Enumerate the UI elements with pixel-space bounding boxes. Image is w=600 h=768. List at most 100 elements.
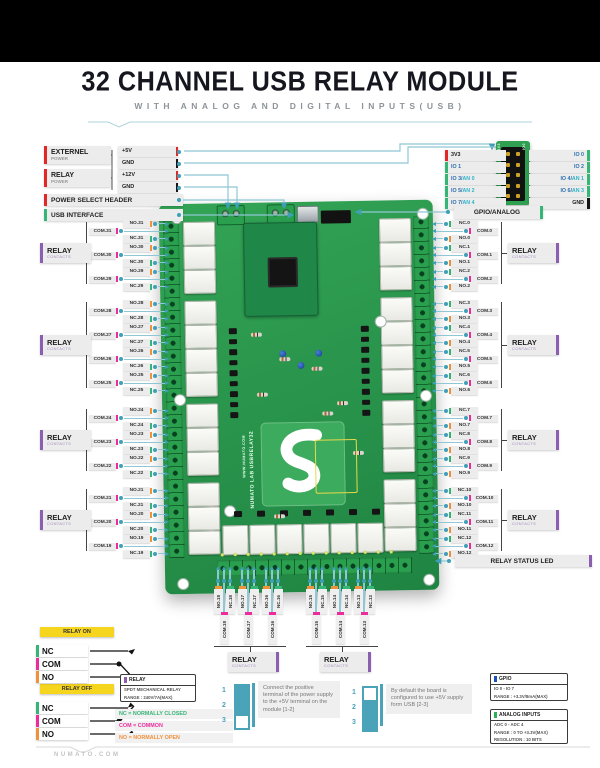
channel-line bbox=[436, 342, 443, 344]
channel-label: COM.31 bbox=[89, 227, 116, 235]
gpio-header-pin-dot bbox=[506, 162, 510, 167]
channel-arrow bbox=[165, 221, 169, 226]
channel-label: NC.31 bbox=[123, 235, 150, 243]
relay-contacts-text: RELAY bbox=[47, 513, 72, 522]
channel-line bbox=[124, 310, 165, 312]
io-pin-text: IO 4/ bbox=[560, 176, 572, 183]
channel-label: NC.2 bbox=[451, 268, 478, 276]
channel-label: NC.19 bbox=[123, 550, 150, 558]
channel-label-text: NC.15 bbox=[319, 594, 325, 609]
channel-line bbox=[158, 458, 165, 460]
channel-label: COM.26 bbox=[89, 355, 116, 363]
channel-label-COM.17: COM.17 bbox=[243, 615, 253, 644]
channel-line bbox=[158, 473, 165, 475]
channel-row-NC.31: NC.31 bbox=[123, 235, 169, 243]
channel-marker bbox=[449, 511, 451, 518]
channel-dot bbox=[119, 496, 123, 501]
channel-arrow bbox=[165, 388, 169, 393]
channel-arrow bbox=[307, 566, 312, 570]
channel-row-COM.12: COM.12 bbox=[432, 542, 498, 550]
power-select-header-label: POWER SELECT HEADER bbox=[44, 194, 183, 206]
channel-arrow bbox=[165, 464, 169, 469]
relay-on-banner: RELAY ON bbox=[40, 627, 114, 637]
legend-def-row: NO = NORMALLY OPEN bbox=[115, 733, 233, 743]
channel-line bbox=[436, 410, 443, 412]
channel-row-COM.8: COM.8 bbox=[432, 438, 498, 446]
relay-info-title: RELAY bbox=[129, 677, 146, 683]
channel-marker bbox=[150, 535, 152, 542]
channel-label: NO.22 bbox=[123, 455, 150, 463]
channel-dot bbox=[222, 579, 226, 583]
channel-row-COM.24: COM.24 bbox=[89, 414, 169, 422]
relay-contacts-text: RELAY bbox=[512, 433, 537, 442]
channel-label: COM.4 bbox=[471, 331, 498, 339]
channel-line bbox=[436, 358, 463, 360]
channel-label-text: NC.13 bbox=[367, 594, 373, 609]
channel-dot bbox=[368, 579, 372, 583]
io-pin-label: GND bbox=[529, 198, 590, 209]
channel-dot bbox=[464, 464, 468, 469]
channel-row-NC.29: NC.29 bbox=[123, 283, 169, 291]
gpio-header-pin-dot bbox=[506, 194, 510, 198]
channel-line bbox=[436, 303, 443, 305]
channel-line bbox=[321, 570, 323, 586]
channel-arrow bbox=[432, 364, 436, 369]
channel-arrow bbox=[432, 416, 436, 421]
power-pin-marker bbox=[175, 183, 178, 192]
channel-dot bbox=[444, 471, 448, 476]
channel-marker bbox=[336, 612, 344, 615]
channel-arrow bbox=[432, 503, 436, 508]
channel-arrow bbox=[432, 544, 436, 549]
channel-label: NO.6 bbox=[451, 387, 478, 395]
channel-label: COM.21 bbox=[89, 494, 116, 502]
channel-marker bbox=[469, 519, 471, 526]
channel-arrow bbox=[165, 325, 169, 330]
channel-arrow bbox=[165, 551, 169, 556]
channel-row-NC.19: NC.19 bbox=[123, 550, 169, 558]
channel-row-NO.19: NO.19 bbox=[123, 535, 169, 543]
channel-arrow bbox=[215, 566, 220, 570]
channel-label: NO.11 bbox=[451, 526, 478, 534]
channel-label: NC.11 bbox=[451, 511, 478, 519]
channel-arrow bbox=[165, 357, 169, 362]
note-step-number: 2 bbox=[222, 702, 226, 709]
channel-label: COM.1 bbox=[471, 251, 498, 259]
channel-line bbox=[436, 351, 443, 353]
channel-dot bbox=[119, 253, 123, 258]
channel-line bbox=[436, 286, 443, 288]
channel-arrow bbox=[165, 471, 169, 476]
io-pin-text: 3V3 bbox=[451, 152, 461, 159]
io-pin-text: GND bbox=[572, 200, 584, 207]
channel-label: NO.29 bbox=[123, 268, 150, 276]
channel-dot bbox=[444, 388, 448, 393]
channel-arrow bbox=[165, 253, 169, 258]
channel-arrow bbox=[165, 301, 169, 306]
channel-label: COM.22 bbox=[89, 462, 116, 470]
gpio-header-pin-dot bbox=[516, 183, 520, 188]
channel-line bbox=[124, 334, 165, 336]
channel-label: NO.21 bbox=[123, 487, 150, 495]
channel-marker bbox=[150, 526, 152, 533]
channel-line bbox=[158, 366, 165, 368]
channel-arrow bbox=[165, 416, 169, 421]
channel-label-NC.17: NC.17 bbox=[249, 589, 259, 614]
channel-dot bbox=[444, 373, 448, 378]
channel-row-NC.8: NC.8 bbox=[432, 431, 478, 439]
logo-plate bbox=[260, 421, 346, 507]
io-pin-text: AN 1 bbox=[571, 176, 584, 183]
power-select-dot bbox=[177, 198, 181, 202]
channel-arrow bbox=[355, 566, 360, 570]
channel-dot bbox=[308, 579, 312, 583]
channel-row-NC.1: NC.1 bbox=[432, 244, 478, 252]
channel-row-COM.27: COM.27 bbox=[89, 331, 169, 339]
channel-line bbox=[124, 497, 165, 499]
channel-dot bbox=[444, 284, 448, 289]
switch-row-text: COM bbox=[42, 716, 61, 726]
channel-marker bbox=[150, 372, 152, 379]
channel-marker bbox=[330, 586, 338, 589]
relay-status-led-dot bbox=[447, 559, 451, 563]
channel-row-COM.6: COM.6 bbox=[432, 379, 498, 387]
channel-dot bbox=[153, 423, 157, 428]
channel-line bbox=[436, 318, 443, 320]
channel-marker bbox=[150, 550, 152, 557]
